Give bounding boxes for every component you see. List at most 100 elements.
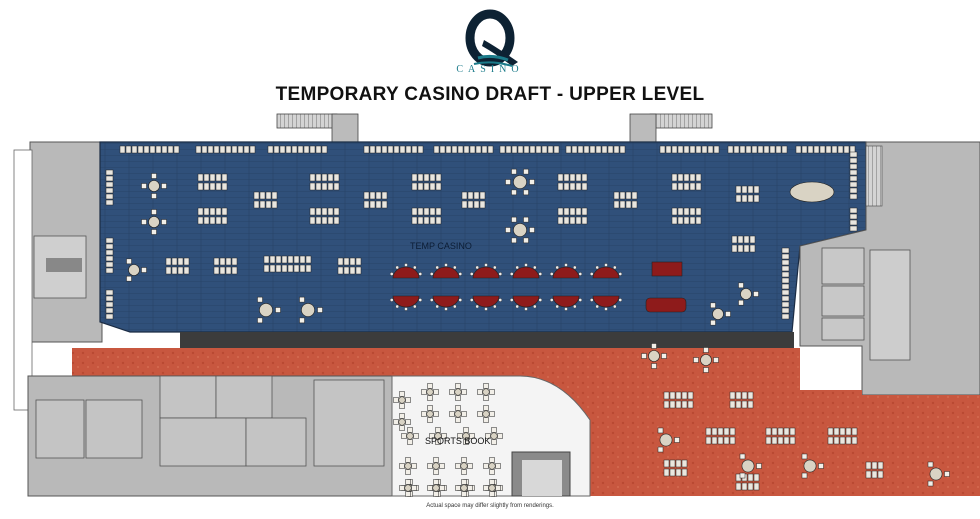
slot-bank: [105, 237, 114, 274]
round-table: [141, 209, 167, 235]
round-table: [483, 479, 501, 497]
slot-bank: [263, 255, 312, 264]
slot-bank: [309, 207, 340, 216]
table-game: [549, 295, 583, 311]
stairs-right: [629, 113, 713, 143]
slot-bank: [849, 151, 858, 200]
table-game: [389, 295, 423, 311]
page-title: TEMPORARY CASINO DRAFT - UPPER LEVEL: [275, 84, 705, 105]
slot-bank: [663, 459, 688, 477]
slot-bank: [165, 266, 190, 275]
slot-bank: [363, 191, 388, 200]
slot-bank: [781, 247, 790, 320]
logo-wordmark: CASINO: [456, 64, 524, 75]
slot-bank: [729, 391, 754, 409]
slot-bank: [765, 427, 796, 445]
slot-bank: [727, 145, 788, 154]
round-table: [485, 427, 503, 445]
slot-bank: [557, 182, 588, 191]
round-table: [693, 347, 719, 373]
round-table: [421, 405, 439, 423]
round-table: [710, 302, 731, 326]
round-table: [399, 457, 417, 475]
slot-bank: [663, 391, 694, 409]
round-table: [483, 457, 501, 475]
slot-bank: [659, 145, 720, 154]
back-of-house-bottom: [27, 375, 393, 497]
temp-casino-label: TEMP CASINO: [410, 241, 472, 251]
slot-bank: [309, 173, 340, 182]
slot-bank: [411, 216, 442, 225]
slot-bank: [671, 207, 702, 216]
round-table: [299, 296, 323, 324]
table-game: [469, 295, 503, 311]
round-table: [641, 343, 667, 369]
slot-bank: [461, 191, 486, 200]
stairs-left: [276, 113, 359, 143]
round-table: [505, 216, 535, 244]
carpet-gaming-tables: [641, 343, 950, 491]
slot-bank: [411, 207, 442, 216]
round-table: [449, 405, 467, 423]
slot-bank: [735, 185, 760, 194]
slot-bank: [731, 244, 756, 253]
slot-bank: [363, 200, 388, 209]
round-table: [427, 479, 445, 497]
slot-bank: [671, 216, 702, 225]
slot-bank: [433, 145, 494, 154]
round-table: [505, 168, 535, 196]
slot-bank: [263, 264, 312, 273]
table-game: [549, 263, 583, 279]
round-table: [738, 282, 759, 306]
table-game: [389, 263, 423, 279]
slot-bank: [363, 145, 424, 154]
slot-bank: [253, 191, 278, 200]
round-table: [477, 405, 495, 423]
round-table: [801, 453, 824, 479]
casino-gaming-tables: [126, 168, 835, 326]
round-table: [449, 383, 467, 401]
slot-bank: [795, 145, 856, 154]
round-table: [427, 457, 445, 475]
slot-bank: [557, 207, 588, 216]
craps-table: [651, 261, 683, 277]
carpet-floor: [72, 348, 980, 496]
slot-bank: [213, 266, 238, 275]
table-games: [389, 261, 687, 313]
round-table: [257, 296, 281, 324]
slot-bank: [119, 145, 180, 154]
round-table: [126, 258, 147, 282]
table-game: [429, 263, 463, 279]
round-table: [393, 391, 411, 409]
round-table: [429, 427, 447, 445]
round-table: [927, 461, 950, 487]
slot-bank: [309, 182, 340, 191]
slot-bank: [195, 145, 256, 154]
sports-book-label: SPORTS BOOK: [425, 436, 491, 446]
table-game: [469, 263, 503, 279]
round-table: [399, 479, 417, 497]
round-table: [477, 383, 495, 401]
slot-bank: [337, 257, 362, 266]
slot-bank: [731, 235, 756, 244]
disclaimer: Actual space may differ slightly from re…: [426, 503, 554, 509]
round-table: [739, 453, 762, 479]
slot-bank: [557, 173, 588, 182]
slot-bank: [267, 145, 328, 154]
slot-bank: [411, 173, 442, 182]
slot-bank: [565, 145, 626, 154]
round-table: [141, 173, 167, 199]
slot-bank: [849, 207, 858, 232]
slot-bank: [557, 216, 588, 225]
table-game: [509, 263, 543, 279]
slot-bank: [165, 257, 190, 266]
slot-bank: [197, 173, 228, 182]
slot-bank: [105, 289, 114, 320]
table-game: [509, 295, 543, 311]
slot-bank: [197, 216, 228, 225]
slot-machine-rows: [105, 145, 858, 320]
slot-bank: [253, 200, 278, 209]
slot-bank: [671, 182, 702, 191]
slot-bank: [671, 173, 702, 182]
